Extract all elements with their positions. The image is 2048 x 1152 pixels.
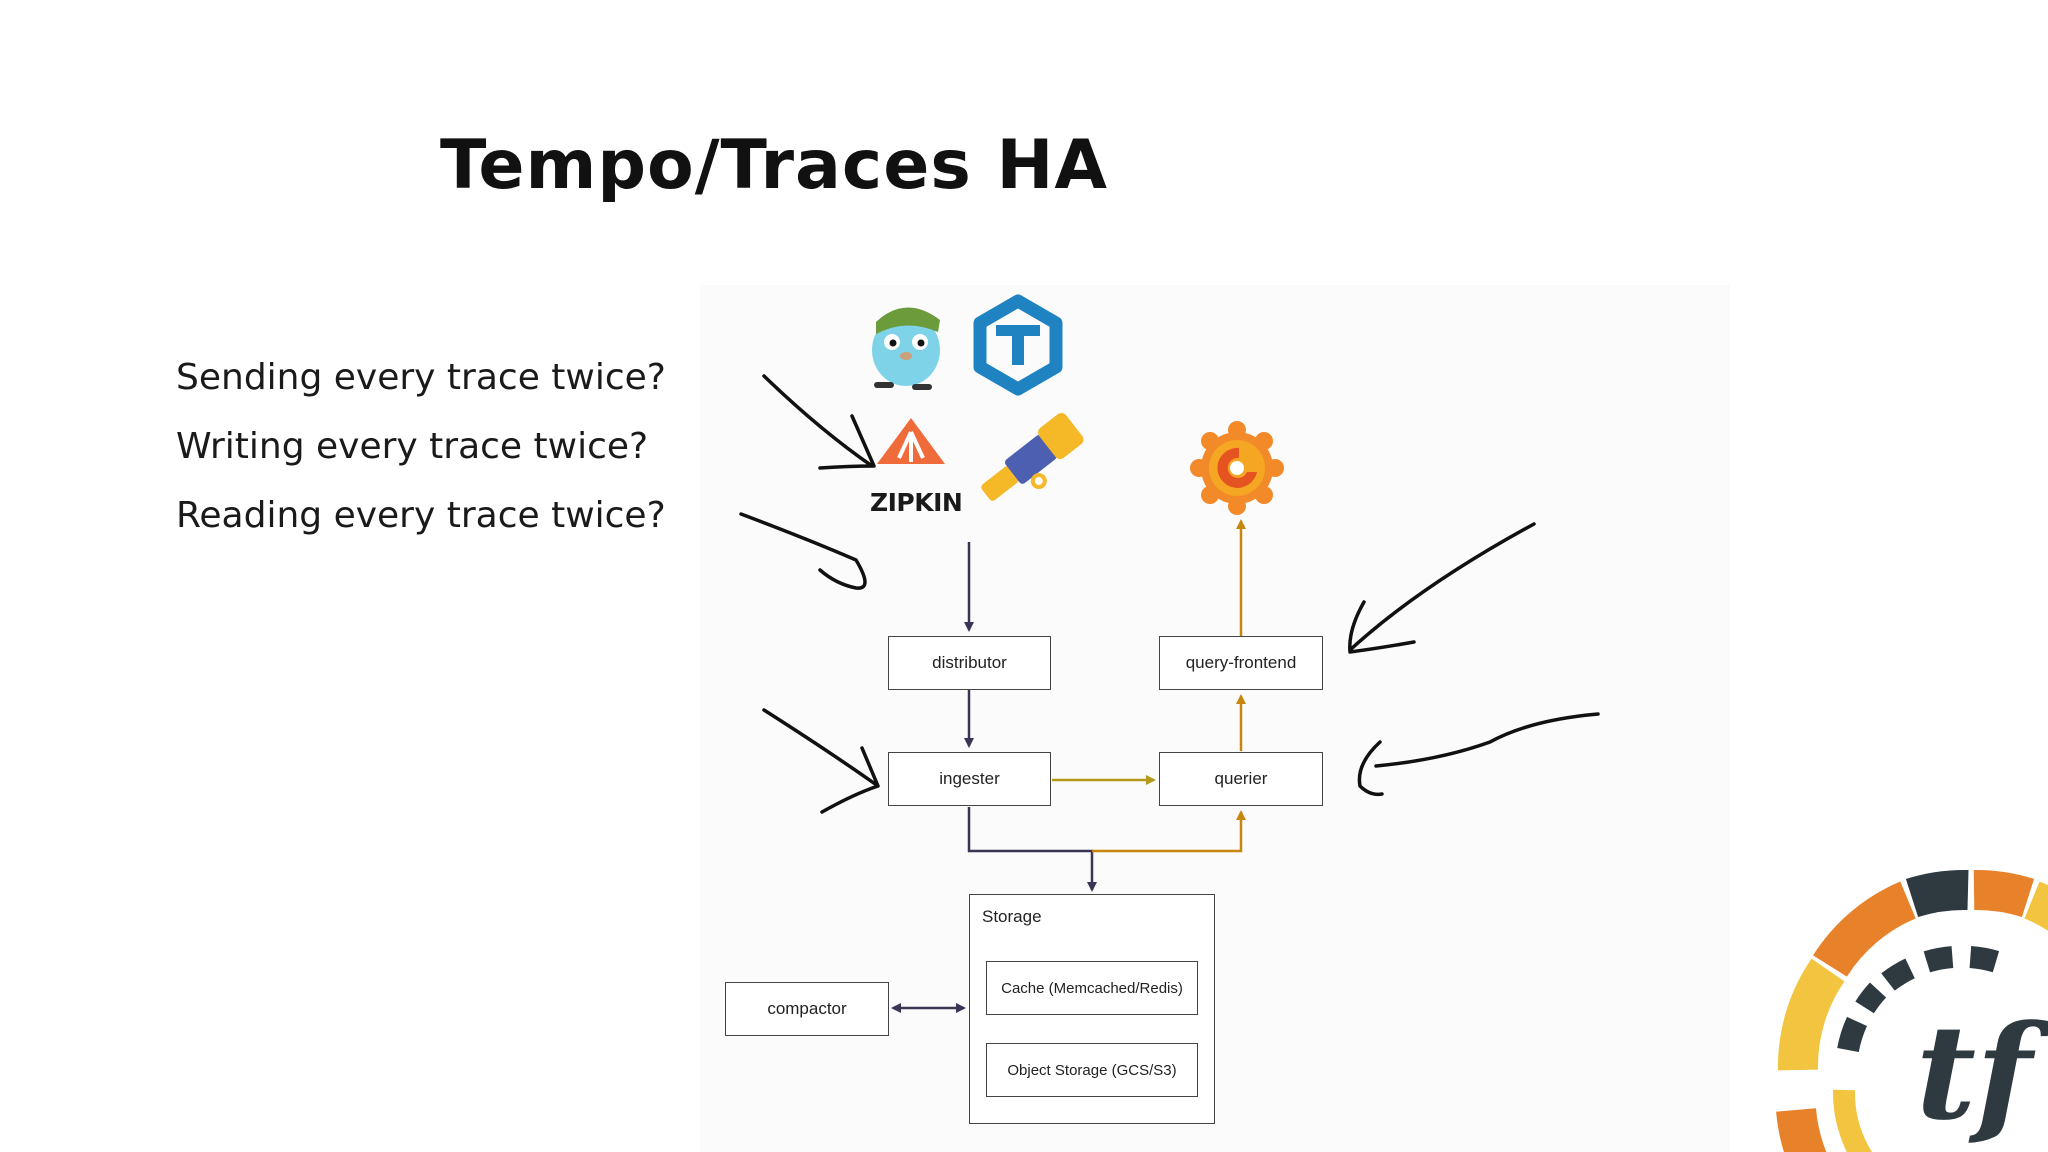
telescope-icon <box>981 412 1084 501</box>
slide-title: Tempo/Traces HA <box>440 126 1109 205</box>
question-writing: Writing every trace twice? <box>176 426 649 467</box>
question-list: Sending every trace twice? Writing every… <box>176 352 666 559</box>
zipkin-label: ZIPKIN <box>870 488 963 517</box>
querier-node: querier <box>1159 752 1323 806</box>
question-reading: Reading every trace twice? <box>176 495 666 536</box>
compactor-node: compactor <box>725 982 889 1036</box>
annotation-arrow-query-frontend <box>1348 522 1536 654</box>
brand-logo-text: tf <box>1916 996 2048 1149</box>
annotation-arrow-ingester <box>762 708 880 814</box>
brand-logo: tf <box>1776 869 2048 1152</box>
zipkin-icon <box>877 418 945 464</box>
query-frontend-node: query-frontend <box>1159 636 1323 690</box>
hand-drawn-arrows <box>739 374 1600 814</box>
gopher-icon <box>872 307 940 390</box>
object-storage-node: Object Storage (GCS/S3) <box>986 1043 1198 1097</box>
annotation-arrow-querier <box>1357 712 1600 797</box>
storage-node: Storage Cache (Memcached/Redis) Object S… <box>969 894 1215 1124</box>
grafana-icon <box>1190 421 1284 515</box>
ingester-node: ingester <box>888 752 1051 806</box>
cache-node: Cache (Memcached/Redis) <box>986 961 1198 1015</box>
distributor-node: distributor <box>888 636 1051 690</box>
read-path-connectors <box>1092 519 1246 853</box>
question-sending: Sending every trace twice? <box>176 357 666 398</box>
ingester-to-storage-arrow <box>967 807 1097 892</box>
storage-to-querier-arrow <box>1092 810 1246 853</box>
write-path-connectors <box>891 542 1097 1013</box>
annotation-arrow-logos-1 <box>762 374 876 470</box>
storage-label: Storage <box>982 907 1042 926</box>
jaeger-tempo-icon <box>973 294 1063 396</box>
annotation-arrow-logos-2 <box>739 512 867 590</box>
